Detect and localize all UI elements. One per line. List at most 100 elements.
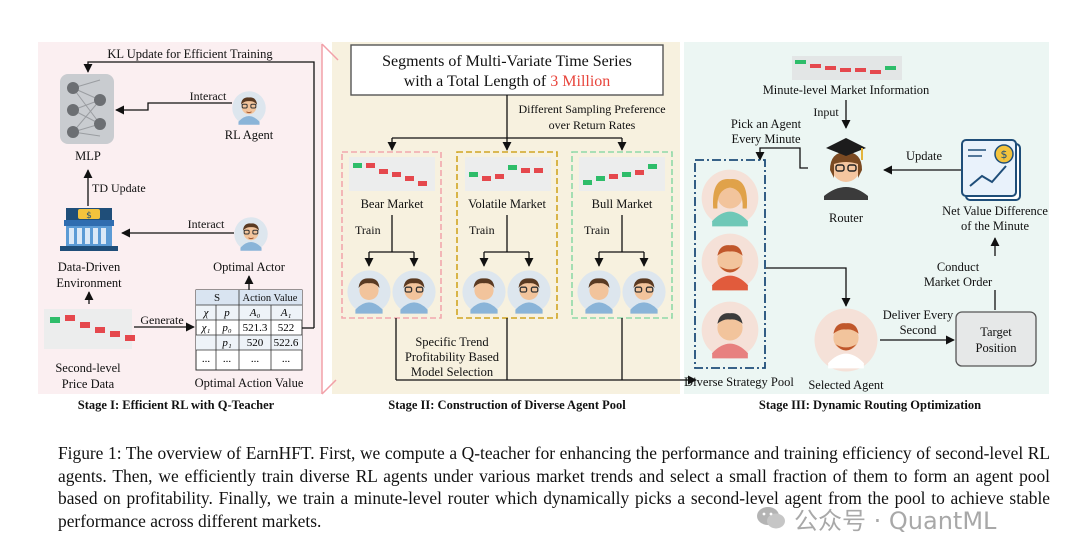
bull-market-label: Bull Market: [592, 197, 653, 211]
table-cell: p: [223, 307, 230, 319]
market-candles: [353, 163, 657, 186]
table-cell: A₀: [249, 307, 261, 319]
environment-label-1: Data-Driven: [58, 260, 121, 274]
watermark-text: 公众号 · QuantML: [794, 506, 997, 535]
candle: [495, 174, 504, 179]
pool-agent-avatar: [701, 233, 759, 291]
candle: [583, 180, 592, 185]
rl-agent-avatar: [232, 91, 266, 125]
second-level-price-chart: [44, 309, 132, 349]
mlp-network-icon: [60, 74, 114, 144]
table-header-action-value: Action Value: [243, 293, 298, 304]
table-cell: p₀: [221, 322, 232, 334]
agent-avatar: [462, 270, 506, 314]
table-cell: χ: [203, 307, 210, 319]
candle: [50, 317, 60, 323]
minute-candles: [795, 60, 896, 74]
table-cell: ...: [282, 353, 291, 365]
candle: [110, 331, 120, 337]
candle: [635, 170, 644, 175]
conduct-order-line2: Market Order: [924, 275, 993, 289]
agent-avatar: [347, 270, 391, 314]
table-header-s: S: [214, 292, 220, 304]
pool-label: Diverse Strategy Pool: [684, 375, 794, 389]
agent-avatar: [392, 270, 436, 314]
router-graduate-icon: [816, 138, 876, 200]
deliver-line2: Second: [900, 323, 938, 337]
model-selection-line1: Specific Trend: [415, 335, 489, 349]
environment-label-2: Environment: [56, 276, 122, 290]
table-cell: 522: [278, 322, 295, 334]
net-value-line1: Net Value Difference: [942, 204, 1048, 218]
rl-agent-label: RL Agent: [225, 128, 274, 142]
candle: [810, 64, 821, 68]
svg-text:$: $: [1001, 148, 1008, 161]
table-cell: χ₁: [201, 322, 211, 334]
optimal-action-value-label: Optimal Action Value: [195, 376, 304, 390]
segments-box: [350, 44, 664, 96]
candle: [508, 165, 517, 170]
candle: [405, 176, 414, 181]
wechat-watermark: 公众号 · QuantML: [756, 504, 996, 535]
train-label-bear: Train: [355, 223, 381, 237]
candle: [885, 66, 896, 70]
candle: [648, 164, 657, 169]
pool-agent-avatar: [701, 169, 759, 227]
optimal-action-value-table: S Action Value χ p A₀ A₁ χ₁ p₀ 521.3 522…: [195, 289, 303, 371]
wechat-icon: [757, 507, 785, 529]
train-label-volatile: Train: [469, 223, 495, 237]
candle: [366, 163, 375, 168]
price-data-label-1: Second-level: [55, 361, 121, 375]
figure-diagram: KL Update for Efficient Training MLP Int…: [38, 42, 1049, 412]
stage3-title: Stage III: Dynamic Routing Optimization: [759, 398, 981, 412]
candle: [521, 168, 530, 173]
pool-agent-avatar: [701, 301, 759, 359]
optimal-actor-avatar: [234, 217, 268, 251]
candle: [482, 176, 491, 181]
table-cell: 521.3: [243, 322, 268, 334]
candle: [622, 172, 631, 177]
candle: [418, 181, 427, 186]
candle: [870, 70, 881, 74]
candle: [840, 68, 851, 72]
bear-market-group: [341, 151, 442, 319]
pick-agent-line2: Every Minute: [731, 132, 801, 146]
generate-label: Generate: [140, 313, 183, 327]
router-label: Router: [829, 211, 864, 225]
candle: [80, 322, 90, 328]
net-value-report-icon: $: [961, 139, 1021, 201]
segments-line2: with a Total Length of 3 Million: [404, 73, 611, 90]
volatile-market-label: Volatile Market: [468, 197, 546, 211]
sampling-pref-line2: over Return Rates: [549, 118, 636, 132]
train-label-bull: Train: [584, 223, 610, 237]
price-data-label-2: Price Data: [62, 377, 115, 391]
candle: [609, 174, 618, 179]
minute-info-label: Minute-level Market Information: [763, 83, 930, 97]
svg-text:$: $: [86, 211, 92, 221]
interact-mid-label: Interact: [188, 217, 225, 231]
table-cell: ...: [202, 353, 211, 365]
stage2-title: Stage II: Construction of Diverse Agent …: [388, 398, 626, 412]
table-cell: ...: [223, 353, 232, 365]
kl-update-label: KL Update for Efficient Training: [107, 47, 273, 61]
sampling-pref-line1: Different Sampling Preference: [518, 102, 665, 116]
table-cell: p₁: [221, 337, 232, 349]
segments-line1: Segments of Multi-Variate Time Series: [382, 53, 632, 70]
candle: [379, 169, 388, 174]
agent-avatar: [577, 270, 621, 314]
candle: [825, 66, 836, 70]
model-selection-line3: Model Selection: [411, 365, 494, 379]
figure-caption: Figure 1: The overview of EarnHFT. First…: [58, 443, 1050, 531]
candle: [596, 176, 605, 181]
candle: [469, 172, 478, 177]
pick-agent-line1: Pick an Agent: [731, 117, 802, 131]
candle: [392, 172, 401, 177]
net-value-line2: of the Minute: [961, 219, 1029, 233]
candle: [353, 163, 362, 168]
exchange-building-icon: $: [60, 208, 118, 251]
agent-avatar: [507, 270, 551, 314]
table-cell: 522.6: [274, 337, 299, 349]
table-cell: ...: [251, 353, 260, 365]
price-candles: [50, 315, 135, 341]
candle: [65, 315, 75, 321]
